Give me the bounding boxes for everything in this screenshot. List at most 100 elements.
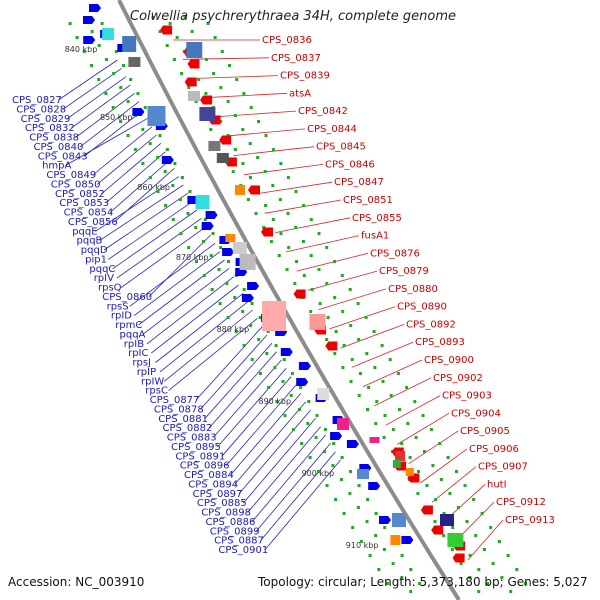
leader-line	[238, 409, 312, 495]
leader-line	[99, 184, 184, 241]
tick-mark	[271, 184, 275, 187]
leader-line	[151, 284, 239, 354]
gene-label: pqqE	[72, 226, 97, 237]
gene-label: CPS_0880	[388, 284, 438, 295]
tick-mark	[163, 170, 167, 173]
tick-mark	[308, 456, 312, 459]
tick-mark	[374, 534, 378, 537]
tick-mark	[264, 134, 268, 137]
tick-mark	[413, 400, 417, 403]
tick-mark	[172, 58, 176, 61]
tick-mark	[306, 422, 310, 425]
leader-line	[264, 459, 341, 551]
gene-feature	[392, 460, 401, 468]
leader-line	[79, 101, 140, 148]
leader-line	[148, 234, 211, 298]
tick-mark	[104, 58, 108, 61]
tick-mark	[310, 288, 314, 291]
gene-feature	[160, 25, 173, 35]
gene-label: CPS_0885	[197, 498, 247, 509]
tick-mark	[472, 498, 476, 501]
leader-line	[431, 466, 477, 503]
tick-mark	[141, 162, 145, 165]
tick-mark	[448, 492, 452, 495]
tick-mark	[178, 198, 182, 201]
tick-mark	[463, 484, 467, 487]
tick-mark	[417, 470, 420, 473]
tick-mark	[287, 246, 291, 249]
gene-feature	[447, 533, 464, 547]
tick-mark	[104, 92, 108, 95]
gene-feature	[280, 348, 293, 356]
tick-mark	[431, 464, 435, 467]
tick-mark	[235, 78, 239, 81]
tick-mark	[480, 512, 484, 515]
tick-mark	[275, 400, 279, 403]
gene-label: rpIV	[94, 273, 114, 284]
tick-mark	[175, 36, 179, 39]
tick-mark	[333, 352, 337, 355]
tick-mark	[382, 548, 386, 551]
gene-label: CPS_0891	[175, 451, 225, 462]
tick-mark	[266, 330, 270, 333]
gene-label: CPS_0899	[210, 526, 260, 537]
tick-mark	[293, 282, 297, 285]
tick-mark	[212, 72, 216, 75]
tick-mark	[455, 470, 458, 473]
tick-mark	[165, 148, 169, 151]
gene-feature	[216, 153, 229, 163]
gene-label: CPS_0856	[68, 217, 118, 228]
tick-mark	[442, 512, 446, 515]
gene-label: CPS_0902	[433, 373, 483, 384]
gene-label: CPS_0900	[424, 355, 474, 366]
leader-line	[408, 430, 459, 465]
gene-label: CPS_0884	[184, 470, 234, 481]
tick-mark	[366, 408, 369, 411]
leader-line	[101, 142, 162, 195]
tick-mark	[158, 134, 162, 137]
tick-mark	[219, 246, 223, 249]
leader-line	[66, 76, 127, 120]
tick-mark	[183, 16, 187, 19]
tick-mark	[226, 316, 230, 319]
leader-line	[396, 412, 450, 445]
tick-mark	[515, 568, 519, 571]
kbp-marker: 910 kbp	[346, 541, 379, 550]
tick-mark	[90, 64, 93, 67]
tick-mark	[349, 324, 353, 327]
tick-mark	[500, 576, 504, 579]
tick-mark	[156, 190, 160, 193]
gene-feature	[405, 468, 414, 476]
gene-label: CPS_0843	[38, 151, 88, 162]
gene-label: CPS_0839	[280, 71, 330, 82]
tick-mark	[317, 470, 320, 473]
tick-mark	[242, 92, 246, 95]
gene-feature	[298, 362, 311, 370]
gene-label: pqqA	[120, 329, 146, 340]
gene-label: CPS_0905	[460, 426, 510, 437]
tick-mark	[486, 582, 490, 585]
gene-feature	[330, 432, 343, 440]
gene-feature	[401, 536, 414, 544]
tick-mark	[409, 590, 413, 593]
tick-mark	[398, 408, 401, 411]
tick-mark	[217, 268, 221, 271]
tick-mark	[248, 176, 252, 179]
tick-mark	[374, 422, 378, 425]
tick-mark	[356, 302, 360, 305]
leader-line	[163, 309, 253, 382]
tick-mark	[295, 260, 298, 263]
gene-feature	[248, 185, 260, 195]
gene-feature	[368, 482, 381, 490]
tick-mark	[482, 548, 486, 551]
gene-label: CPS_0878	[154, 404, 204, 415]
gene-label: rpIB	[124, 339, 144, 350]
tick-mark	[340, 274, 344, 277]
tick-mark	[126, 134, 130, 137]
leader-line	[329, 306, 396, 330]
gene-feature	[208, 141, 221, 151]
tick-mark	[451, 526, 455, 529]
gene-label: CPS_0832	[25, 123, 75, 134]
gene-label: rpsJ	[132, 358, 151, 369]
tick-mark	[286, 176, 290, 179]
